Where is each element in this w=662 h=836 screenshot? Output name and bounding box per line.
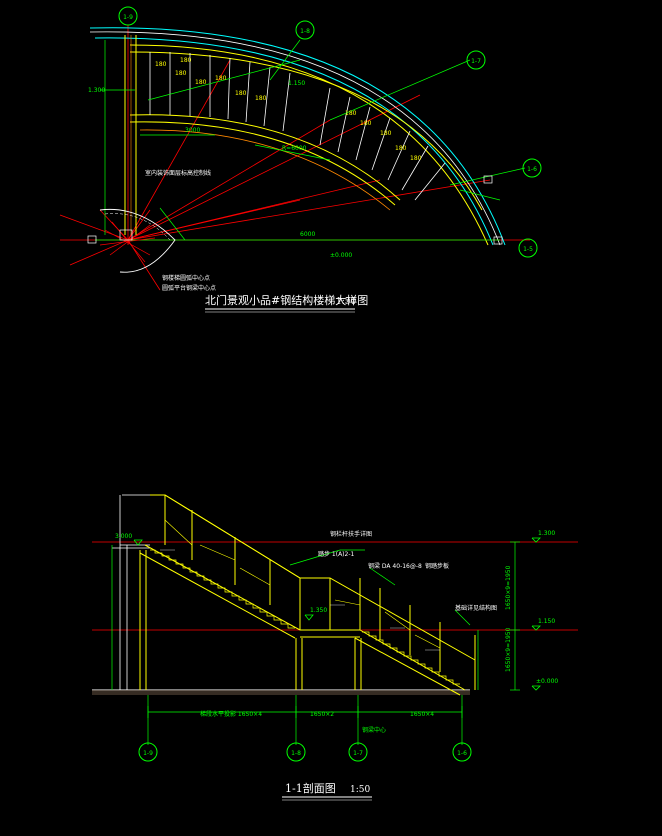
section-note-tread: 钢踏步板	[425, 562, 449, 570]
section-title: 1-1剖面图	[285, 781, 336, 795]
svg-text:180: 180	[235, 90, 247, 97]
section-axis-1-6: 1-6	[457, 750, 467, 757]
section-scale: 1:50	[350, 785, 370, 795]
svg-text:180: 180	[175, 70, 187, 77]
plan-elevation-left: 1.300	[88, 87, 105, 94]
section-axis-markers: 1-9 1-8 1-7 1-6	[138, 742, 472, 762]
plan-axis-1-6: 1-6	[527, 166, 537, 173]
plan-dim-short: 3000	[185, 127, 200, 134]
plan-note-3: 圆弧平台钢梁中心点	[162, 284, 216, 292]
svg-text:180: 180	[380, 130, 392, 137]
section-note-found: 基础详见结构图	[455, 604, 497, 612]
section-elev-top-right: 1.300	[538, 530, 555, 537]
plan-note-1: 室内装饰面层标高控制线	[145, 169, 211, 177]
section-title-block: 1-1剖面图 1:50	[282, 781, 372, 801]
section-dim-vert-lower: 1650×9=1950	[505, 627, 512, 672]
plan-axis-markers: 1-9 1-8 1-7 1-6 1-5	[118, 6, 542, 258]
plan-title-block: 北门景观小品#钢结构楼梯大样图 1:50	[205, 293, 368, 313]
svg-text:180: 180	[215, 75, 227, 82]
plan-title: 北门景观小品#钢结构楼梯大样图	[205, 293, 368, 307]
section-view: 1-9 1-8 1-7 1-6 3.000 1.300 1.150 1.350 …	[92, 494, 578, 801]
plan-dim-long: 6000	[300, 231, 315, 238]
section-axis-1-7: 1-7	[353, 750, 363, 757]
plan-axis-1-5: 1-5	[523, 246, 533, 253]
plan-axis-1-7: 1-7	[471, 58, 481, 65]
section-dim-4: 钢梁中心	[362, 726, 386, 734]
section-dim-vert-upper: 1650×9=1950	[505, 565, 512, 610]
section-note-beam: 钢梁 DA 40-16@-8	[368, 562, 422, 570]
plan-axis-1-8: 1-8	[300, 28, 310, 35]
svg-text:180: 180	[410, 155, 422, 162]
svg-text:180: 180	[255, 95, 267, 102]
section-elev-ground: ±0.000	[536, 678, 558, 685]
section-axis-1-9: 1-9	[143, 750, 153, 757]
section-note-step: 踏步 1(A)2-1	[318, 550, 354, 558]
plan-elevation-mid: 1.150	[288, 80, 305, 87]
plan-elevation-center: ±0.000	[330, 252, 352, 259]
plan-axis-1-9: 1-9	[123, 14, 133, 21]
section-dim-1: 梯段水平投影 1650×4	[200, 710, 262, 718]
plan-dim-radius: R=6000	[282, 145, 307, 152]
svg-text:180: 180	[155, 61, 167, 68]
svg-text:180: 180	[195, 79, 207, 86]
svg-text:180: 180	[395, 145, 407, 152]
section-elev-landing: 1.350	[310, 607, 327, 614]
section-axis-1-8: 1-8	[291, 750, 301, 757]
svg-text:180: 180	[345, 110, 357, 117]
section-elev-top-left: 3.000	[115, 533, 132, 540]
section-dim-2: 1650×2	[310, 711, 334, 718]
svg-text:180: 180	[360, 120, 372, 127]
plan-scale: 1:50	[336, 297, 356, 307]
section-dim-3: 1650×4	[410, 711, 434, 718]
section-elev-mid: 1.150	[538, 618, 555, 625]
section-note-rail: 钢栏杆扶手详图	[330, 530, 372, 538]
plan-note-2: 钢楼梯圆弧中心点	[162, 274, 210, 282]
plan-step-label: 180	[180, 57, 192, 64]
